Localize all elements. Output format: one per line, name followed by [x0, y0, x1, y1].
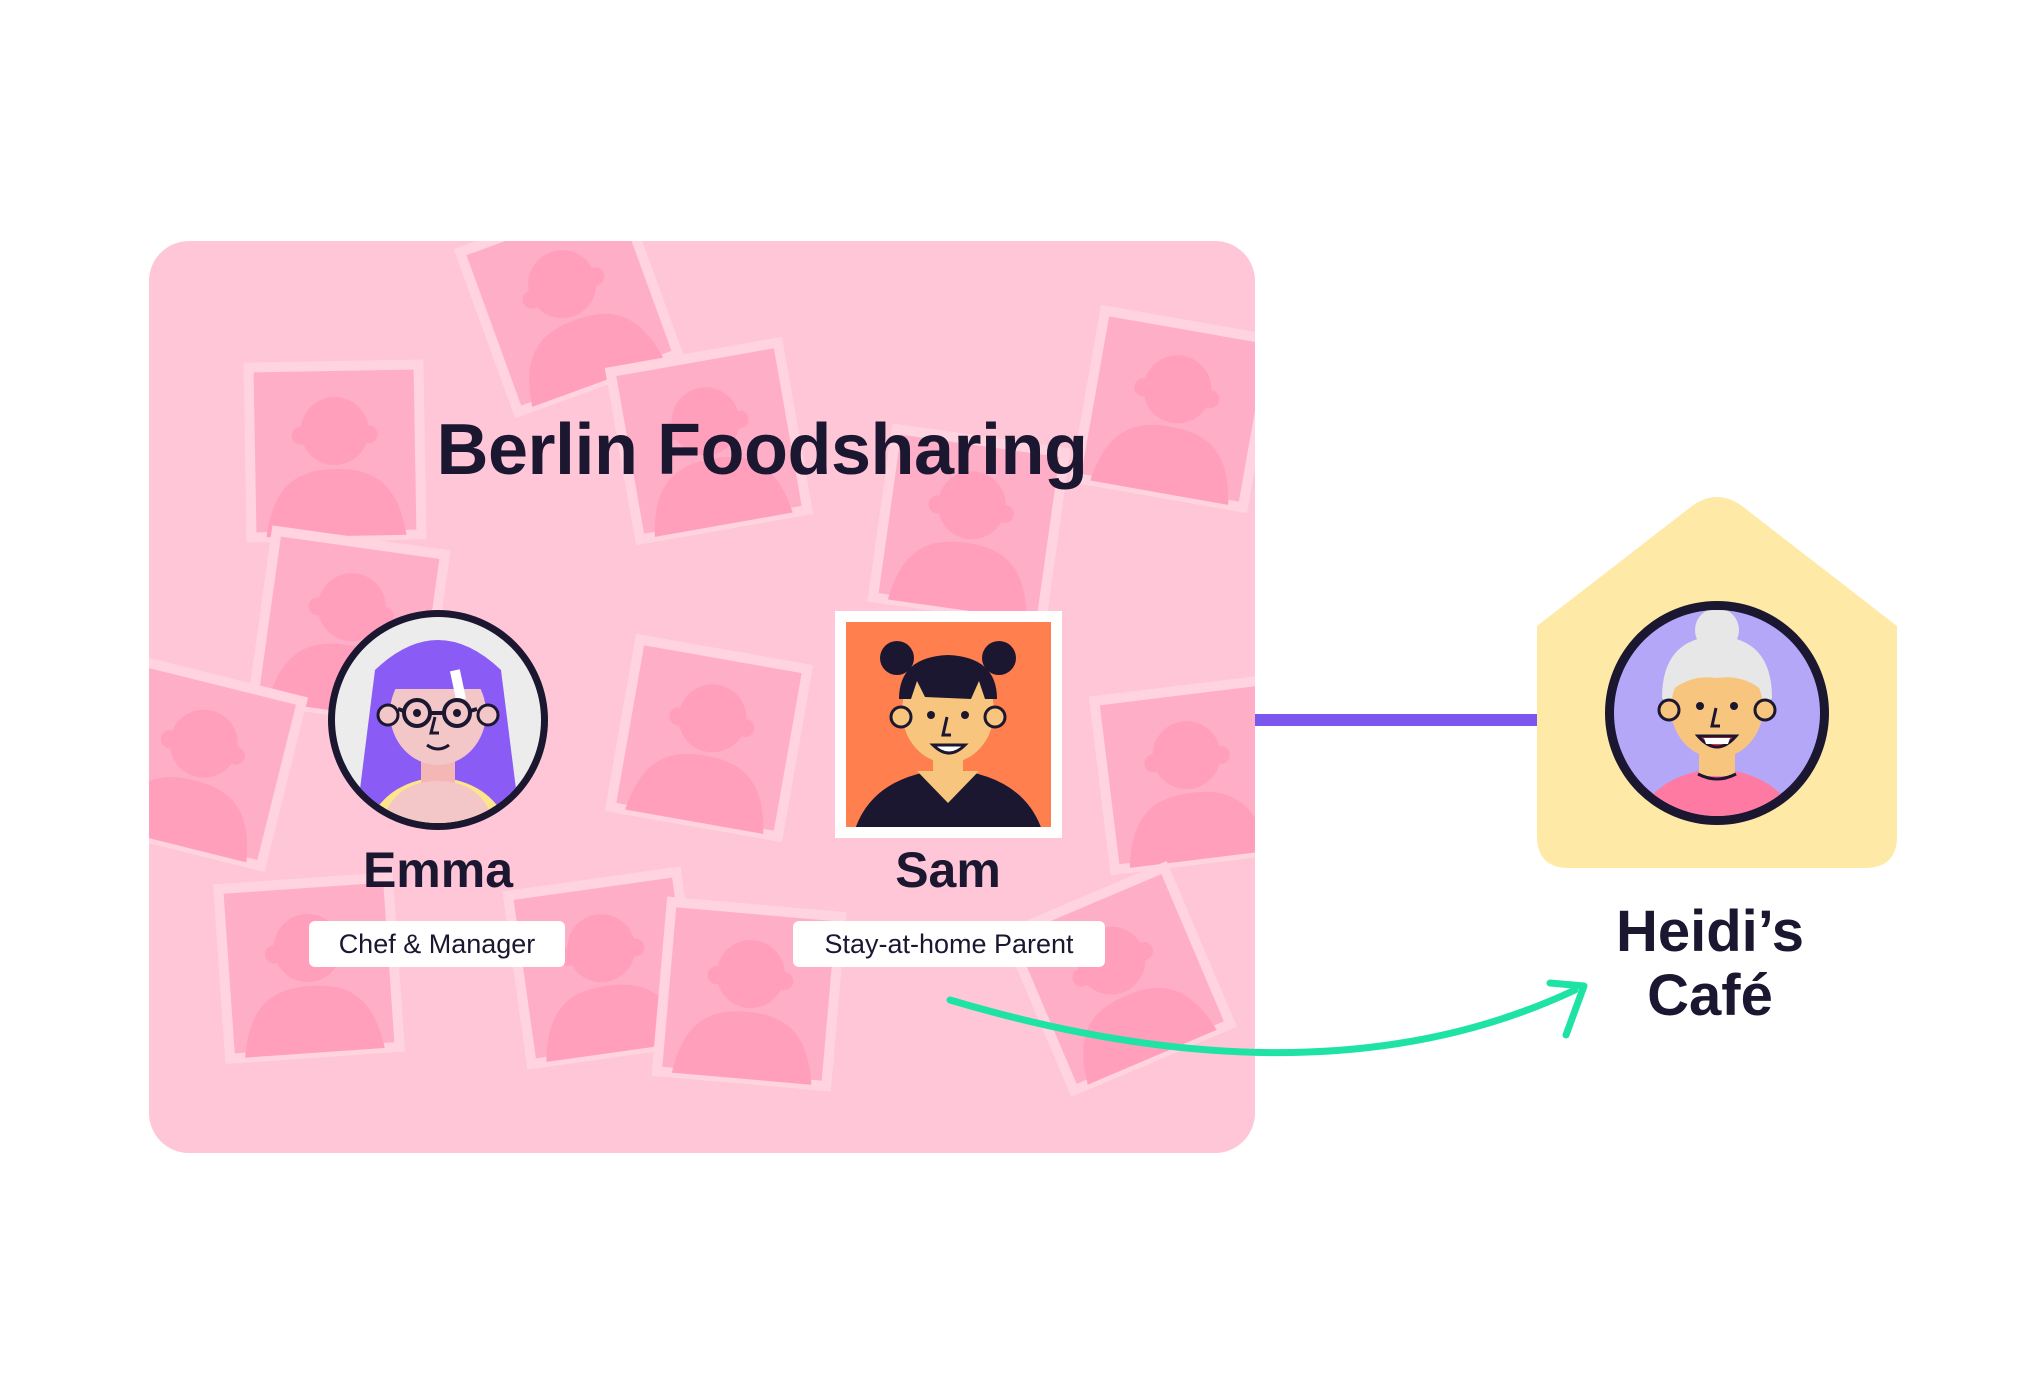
woman-with-hair-buns-avatar-icon — [835, 611, 1062, 838]
role-badge-emma: Chef & Manager — [309, 921, 565, 967]
destination-label: Heidi’s Café — [1560, 900, 1860, 1028]
member-name-sam: Sam — [895, 842, 1001, 898]
group-to-cafe-connector — [1255, 714, 1537, 726]
destination-name-line1: Heidi’s — [1615, 899, 1805, 964]
group-card: Berlin Foodsharing — [149, 241, 1255, 1153]
role-badge-sam: Stay-at-home Parent — [793, 921, 1105, 967]
destination-name-line2: Café — [1647, 963, 1773, 1028]
member-name-emma: Emma — [362, 842, 514, 898]
elderly-woman-avatar-icon — [1605, 601, 1829, 825]
woman-with-glasses-avatar-icon — [328, 610, 548, 830]
group-title: Berlin Foodsharing — [436, 410, 1088, 490]
